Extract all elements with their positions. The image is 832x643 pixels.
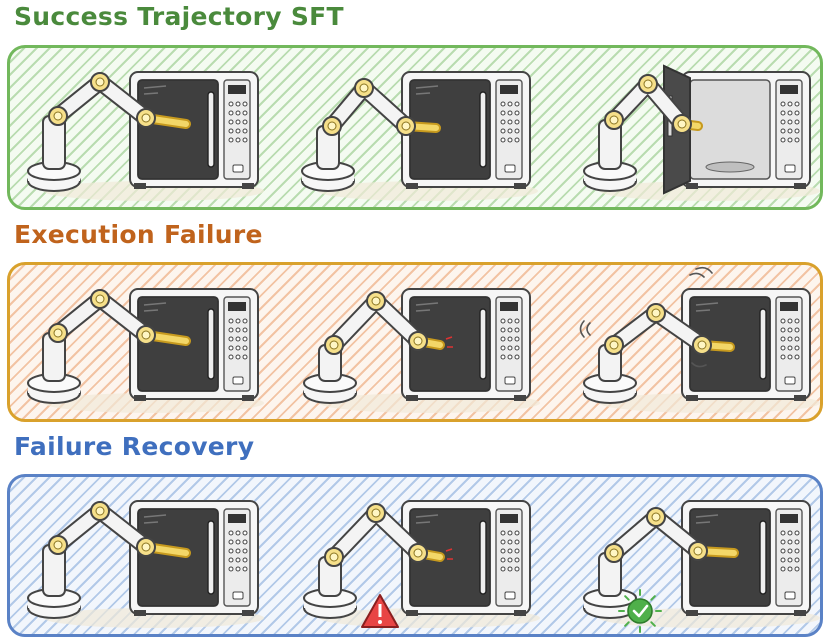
door-handle — [479, 91, 487, 168]
scene-slip-handle — [290, 477, 554, 634]
scene-regrasp-handle — [570, 477, 820, 634]
scene-door-open — [570, 48, 820, 207]
door-handle — [207, 520, 215, 595]
scene-slip-handle — [290, 265, 554, 419]
scene-grasp-handle — [18, 48, 282, 207]
microwave — [401, 500, 531, 616]
robot-arm — [27, 72, 191, 192]
robot-arm — [301, 78, 441, 192]
microwave — [129, 500, 259, 616]
microwave — [129, 288, 259, 401]
door-handle — [759, 520, 767, 595]
failure-recovery-panel — [7, 474, 823, 637]
warning-icon — [361, 594, 399, 628]
scene-grasp-handle — [18, 477, 282, 634]
vibration-marks — [579, 266, 713, 368]
success-trajectory-panel — [7, 45, 823, 210]
door-handle — [207, 308, 215, 380]
robot-arm — [303, 503, 445, 619]
section-title-success: Success Trajectory SFT — [14, 2, 344, 31]
robot-arm — [27, 501, 191, 619]
door-handle — [759, 308, 767, 380]
scene-grasp-handle — [18, 265, 282, 419]
microwave — [681, 500, 811, 616]
door-handle — [479, 308, 487, 380]
microwave — [401, 71, 531, 189]
robot-arm — [583, 74, 703, 192]
microwave — [401, 288, 531, 401]
section-title-failure-recovery: Failure Recovery — [14, 432, 255, 461]
robot-arm — [583, 507, 739, 619]
execution-failure-panel — [7, 262, 823, 422]
robot-arm — [303, 291, 445, 404]
check-icon — [618, 589, 662, 633]
section-title-execution-failure: Execution Failure — [14, 220, 263, 249]
scene-pull-handle — [290, 48, 554, 207]
door-handle — [207, 91, 215, 168]
robot-arm — [27, 289, 191, 404]
microwave-door — [137, 79, 219, 180]
scene-shake-stuck — [570, 265, 820, 419]
robot-arm — [583, 303, 735, 404]
microwave — [129, 71, 259, 189]
door-handle — [479, 520, 487, 595]
microwave — [681, 288, 811, 401]
microwave-door — [137, 508, 219, 607]
